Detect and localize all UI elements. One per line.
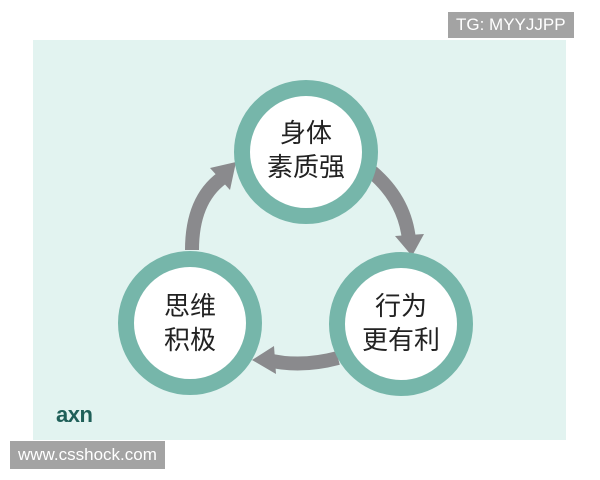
watermark-bottom-left: www.csshock.com xyxy=(10,441,165,469)
node-thinking-circle xyxy=(118,251,262,395)
watermark-top-right: TG: MYYJJPP xyxy=(448,12,574,38)
arrow-body-to-behavior xyxy=(367,166,424,256)
node-body-label: 身体 素质强 xyxy=(246,117,366,185)
node-body-line1: 身体 xyxy=(279,119,332,149)
node-behavior-line2: 更有利 xyxy=(361,326,440,356)
node-body-circle xyxy=(234,80,378,224)
node-thinking-line1: 思维 xyxy=(163,292,216,322)
arrow-thinking-to-body xyxy=(185,162,236,251)
node-behavior-circle xyxy=(329,252,473,396)
node-body-line2: 素质强 xyxy=(266,153,345,183)
node-thinking-line2: 积极 xyxy=(163,326,216,356)
node-behavior-line1: 行为 xyxy=(374,292,427,322)
axn-logo: axn xyxy=(56,402,93,427)
arrow-behavior-to-thinking xyxy=(252,346,340,374)
node-behavior-label: 行为 更有利 xyxy=(341,290,461,358)
node-thinking-label: 思维 积极 xyxy=(130,290,250,358)
